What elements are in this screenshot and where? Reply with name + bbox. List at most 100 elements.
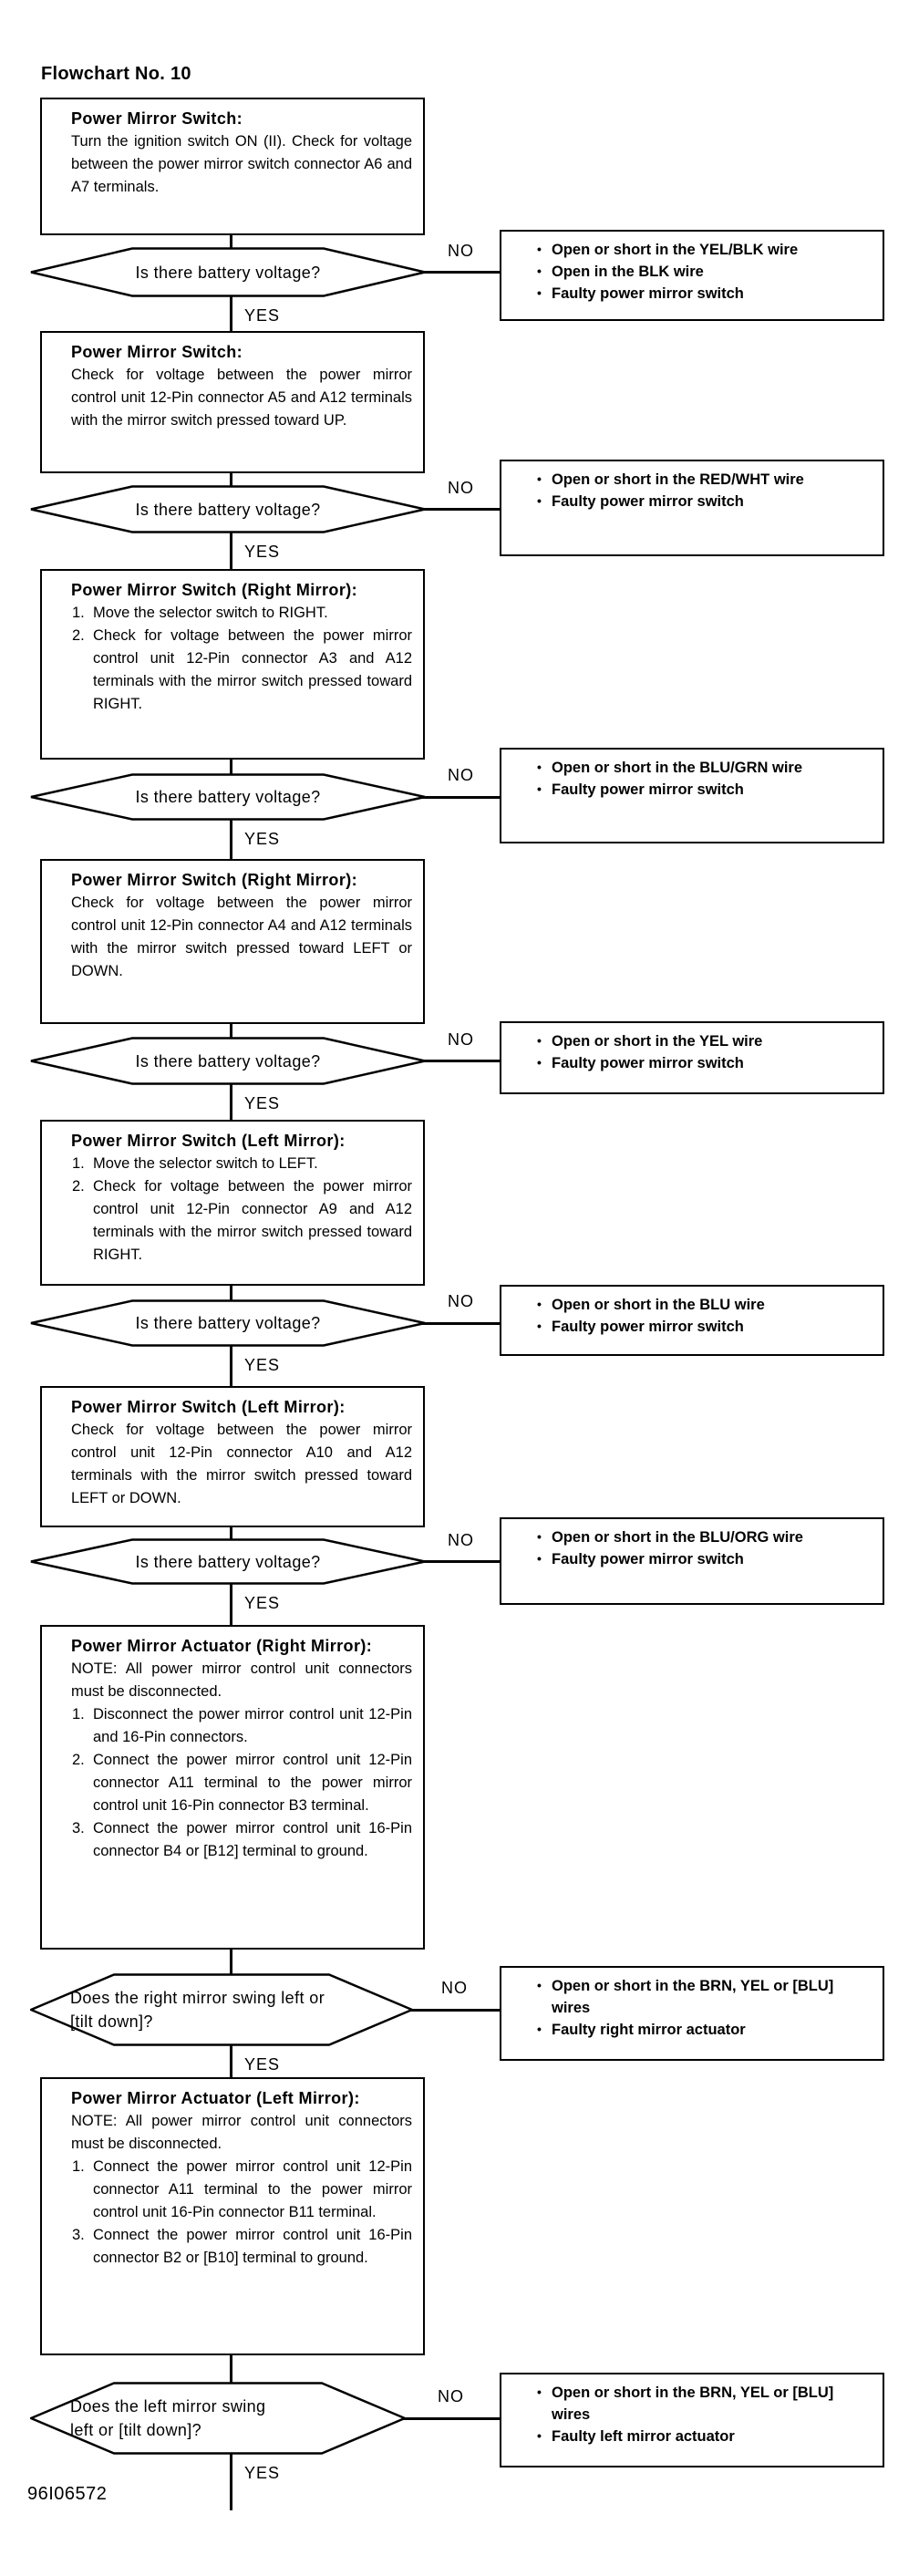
flow-step-box: Power Mirror Switch: Turn the ignition sw… xyxy=(40,98,425,235)
box-text: Check for voltage between the power mirr… xyxy=(71,364,412,432)
result-box: • Open or short in the BLU/GRN wire• Fault… xyxy=(500,748,884,843)
result-text: Open or short in the BRN, YEL or [BLU] w… xyxy=(552,1978,834,2016)
result-text: Faulty right mirror actuator xyxy=(552,2022,746,2038)
bullet-icon: • xyxy=(537,471,542,486)
box-numbered-item: 3. Connect the power mirror control unit … xyxy=(71,1817,412,1863)
bullet-icon: • xyxy=(537,1055,542,1070)
box-body: Turn the ignition switch ON (II). Check … xyxy=(71,130,412,199)
item-text: NOTE: All power mirror control unit conn… xyxy=(71,2113,412,2152)
flow-step-box: Power Mirror Switch (Right Mirror): 1.Mov… xyxy=(40,569,425,760)
decision-diamond: Is there battery voltage? xyxy=(30,485,426,533)
box-numbered-item: 1.Disconnect the power mirror control un… xyxy=(71,1703,412,1749)
no-connector-line xyxy=(422,271,501,274)
bullet-icon: • xyxy=(537,1551,542,1566)
bullet-icon: • xyxy=(537,760,542,774)
result-item: •Open or short in the RED/WHT wire xyxy=(535,469,872,491)
result-item: •Open or short in the YEL/BLK wire xyxy=(535,239,872,261)
result-text: Faulty power mirror switch xyxy=(552,781,744,798)
question-text: Is there battery voltage? xyxy=(135,500,321,519)
box-heading: Power Mirror Switch: xyxy=(71,343,243,361)
box-numbered-item: 1.Move the selector switch to RIGHT. xyxy=(71,602,412,625)
box-heading: Power Mirror Switch (Right Mirror): xyxy=(71,871,358,889)
item-text: Check for voltage between the power mirr… xyxy=(71,1422,412,1506)
box-body: NOTE: All power mirror control unit conn… xyxy=(71,1658,412,1863)
no-connector-line xyxy=(409,2008,501,2012)
yes-label: YES xyxy=(244,2055,281,2074)
result-text: Open or short in the BLU/GRN wire xyxy=(552,760,803,776)
item-number: 1. xyxy=(72,1155,85,1172)
no-label: NO xyxy=(448,241,474,260)
item-number: 3. xyxy=(72,2227,85,2243)
diamond-shape xyxy=(30,1299,426,1347)
result-item: • Faulty power mirror switch xyxy=(535,1548,872,1570)
box-heading: Power Mirror Actuator (Left Mirror): xyxy=(71,2089,360,2107)
question-text: Does the left mirror swing left or [tilt… xyxy=(70,2397,266,2439)
no-connector-line xyxy=(422,795,501,799)
item-text: Check for voltage between the power mirr… xyxy=(93,627,412,712)
result-text: Open or short in the YEL wire xyxy=(552,1033,763,1050)
no-label: NO xyxy=(448,1292,474,1310)
item-number: 2. xyxy=(72,1752,85,1768)
result-box: •Open or short in the BLU wire•Faulty po… xyxy=(500,1285,884,1356)
yes-label: YES xyxy=(244,830,281,848)
flow-step-box: Power Mirror Switch (Left Mirror):1.Move… xyxy=(40,1120,425,1286)
item-number: 3. xyxy=(72,1820,85,1836)
yes-label: YES xyxy=(244,306,281,325)
yes-label: YES xyxy=(244,1356,281,1374)
box-heading: Power Mirror Switch (Right Mirror): xyxy=(71,581,358,599)
box-body: 1.Move the selector switch to RIGHT. 2. Ch… xyxy=(71,602,412,716)
item-text: Connect the power mirror control unit 16… xyxy=(93,2227,412,2266)
item-text: Turn the ignition switch ON (II). Check … xyxy=(71,133,412,195)
no-connector-line xyxy=(422,1560,501,1563)
bullet-icon: • xyxy=(537,242,542,256)
result-text: Faulty power mirror switch xyxy=(552,1551,744,1567)
decision-diamond: Is there battery voltage? xyxy=(30,247,426,297)
box-numbered-item: 1.Connect the power mirror control unit … xyxy=(71,2156,412,2224)
item-text: Connect the power mirror control unit 16… xyxy=(93,1820,412,1859)
result-box: •Open or short in the BLU/ORG wire•Fault… xyxy=(500,1517,884,1605)
flow-step-box: Power Mirror Actuator (Right Mirror): NOT… xyxy=(40,1625,425,1950)
yes-label: YES xyxy=(244,543,281,561)
no-label: NO xyxy=(438,2387,464,2405)
no-connector-line xyxy=(422,1321,501,1325)
item-text: Check for voltage between the power mirr… xyxy=(93,1178,412,1263)
no-label: NO xyxy=(448,766,474,784)
question-text: Is there battery voltage? xyxy=(135,1314,321,1332)
box-body: NOTE: All power mirror control unit conn… xyxy=(71,2110,412,2270)
result-text: Open or short in the BLU wire xyxy=(552,1297,765,1313)
result-item: •Open in the BLK wire xyxy=(535,261,872,283)
box-heading: Power Mirror Actuator (Right Mirror): xyxy=(71,1637,373,1655)
box-text: Check for voltage between the power mirr… xyxy=(71,892,412,983)
box-text: NOTE: All power mirror control unit conn… xyxy=(71,1658,412,1703)
result-item: •Open or short in the YEL wire xyxy=(535,1030,872,1052)
result-item: •Faulty left mirror actuator xyxy=(535,2426,872,2447)
no-label: NO xyxy=(448,1029,474,1049)
box-numbered-item: 2.Check for voltage between the power mi… xyxy=(71,1175,412,1267)
flow-step-box: Power Mirror Switch (Right Mirror): Check… xyxy=(40,859,425,1024)
yes-label: YES xyxy=(244,1594,281,1612)
item-number: 2. xyxy=(72,627,85,644)
no-label: NO xyxy=(448,478,474,497)
result-text: Open in the BLK wire xyxy=(552,264,704,280)
box-text: Turn the ignition switch ON (II). Check … xyxy=(71,130,412,199)
result-item: • Open or short in the BLU/GRN wire xyxy=(535,757,872,779)
no-label: NO xyxy=(448,1530,474,1549)
result-item: •Faulty power mirror switch xyxy=(535,491,872,512)
diamond-shape xyxy=(30,1973,413,2046)
diamond-shape xyxy=(30,2382,406,2455)
box-text: NOTE: All power mirror control unit conn… xyxy=(71,2110,412,2156)
box-heading: Power Mirror Switch (Left Mirror): xyxy=(71,1132,346,1150)
box-body: Check for voltage between the power mirr… xyxy=(71,364,412,432)
result-text: Faulty power mirror switch xyxy=(552,493,744,510)
decision-diamond: Is there battery voltage? xyxy=(30,1037,426,1085)
box-numbered-item: 3. Connect the power mirror control unit … xyxy=(71,2224,412,2270)
bullet-icon: • xyxy=(537,1978,542,1992)
box-heading: Power Mirror Switch: xyxy=(71,109,243,128)
item-text: Check for voltage between the power mirr… xyxy=(71,895,412,979)
no-connector-line xyxy=(422,1060,501,1062)
bullet-icon: • xyxy=(537,2428,542,2443)
result-item: • Open or short in the BRN, YEL or [BLU] … xyxy=(535,1975,872,2019)
decision-diamond: Is there battery voltage? xyxy=(30,1538,426,1585)
result-item: •Faulty right mirror actuator xyxy=(535,2019,872,2041)
bullet-icon: • xyxy=(537,1297,542,1311)
